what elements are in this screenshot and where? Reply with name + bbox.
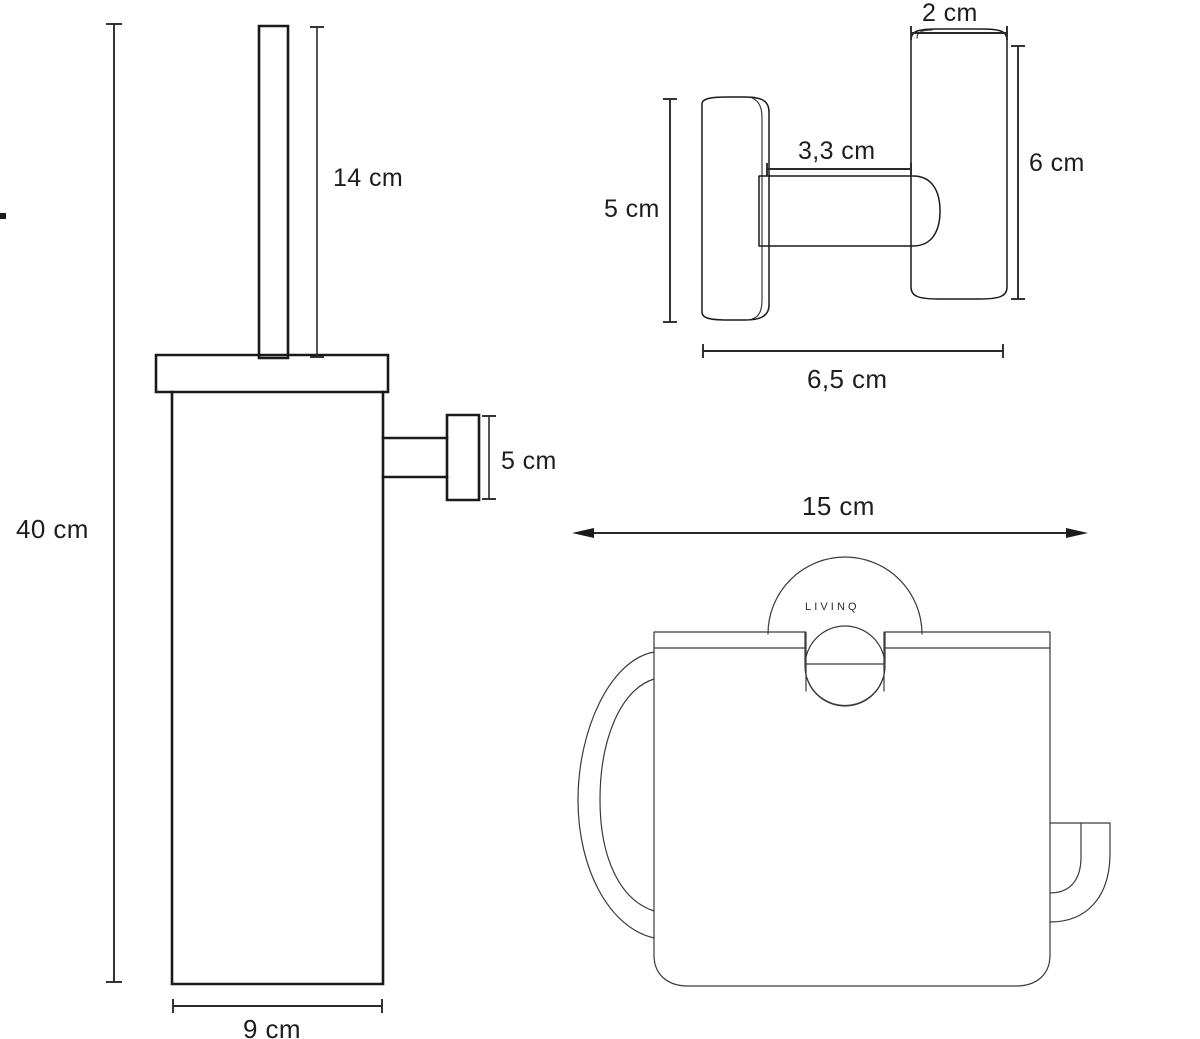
figure-toilet-paper-holder: 15 cm LIVINQ bbox=[572, 491, 1111, 987]
dimension-label-width-9: 9 cm bbox=[243, 1014, 301, 1039]
dimension-paper-width-15: 15 cm bbox=[572, 491, 1088, 538]
hook-wall-plate-thickness bbox=[751, 97, 763, 320]
dimension-width-9: 9 cm bbox=[172, 999, 383, 1039]
dimension-hook-arm-33: 3,3 cm bbox=[766, 137, 912, 176]
hook-cylinder-body bbox=[910, 28, 1008, 300]
figure-wall-hook: 2 cm 6 cm 5 cm 3,3 cm bbox=[604, 0, 1085, 394]
dimension-label-height-40: 40 cm bbox=[16, 514, 89, 544]
brush-wall-bracket-arm bbox=[381, 436, 449, 479]
paper-holder-right-hook-inner bbox=[1049, 822, 1082, 894]
brush-container-body bbox=[170, 390, 385, 986]
dimension-hook-width-2: 2 cm bbox=[910, 0, 1008, 40]
edge-artifact-mark bbox=[0, 213, 6, 219]
dimension-label-paper-width-15: 15 cm bbox=[802, 491, 875, 521]
brush-wall-bracket-plate bbox=[445, 413, 481, 502]
dimension-label-hook-depth-65: 6,5 cm bbox=[807, 364, 887, 394]
dimension-label-hook-height-6: 6 cm bbox=[1029, 149, 1085, 177]
dimension-label-handle-14: 14 cm bbox=[333, 164, 403, 192]
dimension-label-hook-arm-33: 3,3 cm bbox=[798, 137, 875, 165]
dimension-hook-plate-5: 5 cm bbox=[604, 98, 677, 323]
paper-holder-cover-body bbox=[653, 631, 1051, 987]
hook-connecting-arm bbox=[758, 175, 941, 247]
hook-cylinder-inner-edge bbox=[916, 29, 933, 39]
dimension-arrow-right bbox=[1066, 528, 1088, 538]
paper-holder-right-hook bbox=[1049, 822, 1111, 923]
paper-holder-knob-inner-arc bbox=[806, 677, 884, 707]
paper-holder-wall-plate-arc bbox=[767, 556, 923, 635]
paper-holder-knob-mount-walls bbox=[805, 631, 885, 692]
dimension-handle-14: 14 cm bbox=[310, 26, 403, 358]
brand-logo-text: LIVINQ bbox=[805, 601, 860, 613]
dimension-label-bracket-5: 5 cm bbox=[501, 447, 557, 475]
dimension-label-hook-plate-5: 5 cm bbox=[604, 195, 660, 223]
paper-holder-roll-arm-outer bbox=[577, 651, 655, 939]
dimension-arrow-left bbox=[572, 528, 594, 538]
paper-holder-roll-arm-inner bbox=[599, 678, 655, 912]
brush-handle-rod bbox=[257, 24, 290, 360]
dimension-bracket-5: 5 cm bbox=[482, 415, 557, 500]
dimension-height-40: 40 cm bbox=[16, 23, 122, 983]
dimension-label-hook-width-2: 2 cm bbox=[922, 0, 978, 27]
brush-lid bbox=[154, 353, 390, 394]
figure-toilet-brush: 40 cm 14 cm 5 cm 9 cm bbox=[0, 23, 557, 1039]
hook-wall-plate-disc bbox=[701, 96, 770, 321]
dimension-hook-height-6: 6 cm bbox=[1011, 45, 1085, 300]
dimension-hook-depth-65: 6,5 cm bbox=[702, 344, 1004, 394]
